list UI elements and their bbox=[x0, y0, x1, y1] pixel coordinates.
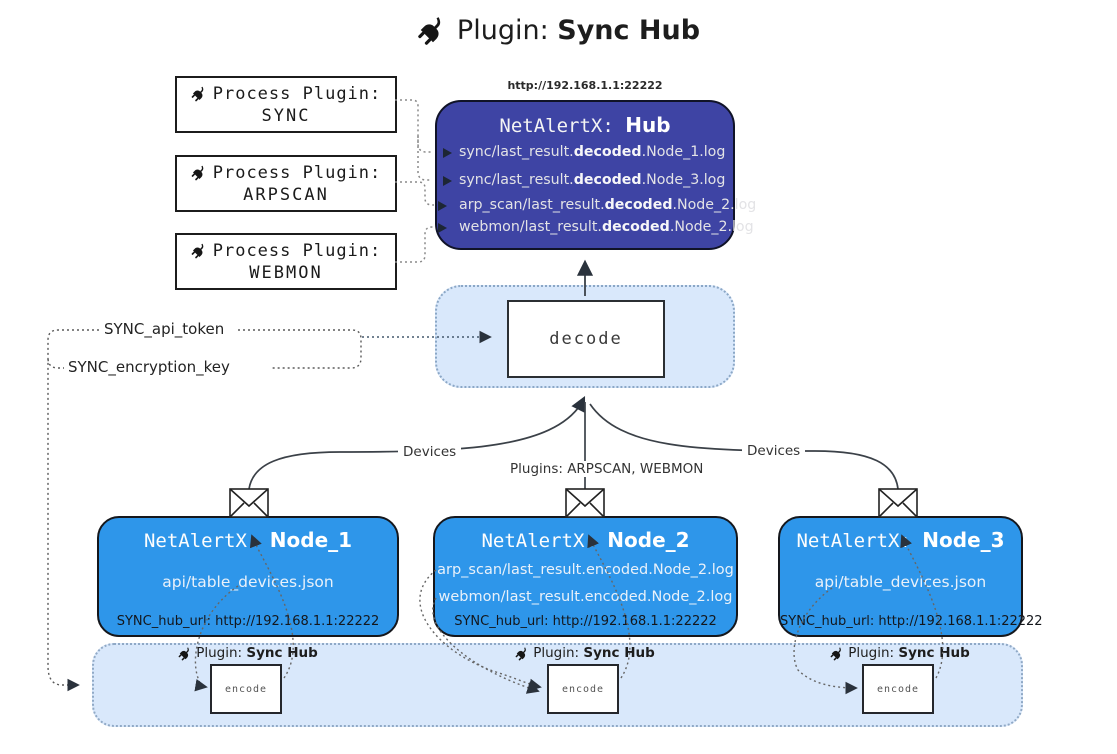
title-text: Plugin: Sync Hub bbox=[456, 14, 701, 46]
plug-icon bbox=[191, 85, 208, 102]
arrowhead-icon bbox=[438, 223, 447, 233]
node-hub-url: SYNC_hub_url: http://192.168.1.1:22222 bbox=[780, 614, 1043, 629]
encode-box: encode bbox=[862, 664, 934, 714]
process-plugin-label: Process Plugin: bbox=[212, 83, 382, 104]
decode-container: decode bbox=[435, 285, 735, 388]
node-2-box: NetAlertX: Node_2 arp_scan/last_result.e… bbox=[433, 516, 738, 637]
node-title: NetAlertX: Node_2 bbox=[481, 528, 690, 552]
plug-icon bbox=[191, 242, 208, 259]
arrowhead-icon bbox=[438, 201, 447, 211]
hub-box: NetAlertX: Hub sync/last_result.decoded.… bbox=[435, 100, 756, 250]
node-title: NetAlertX: Node_3 bbox=[796, 528, 1005, 552]
process-plugin-arpscan-box: Process Plugin: ARPSCAN bbox=[175, 155, 397, 212]
node-file-line: webmon/last_result.encoded.Node_2.log bbox=[438, 589, 733, 605]
hub-name-bold: Hub bbox=[625, 113, 671, 137]
band-plugin-label: Plugin: Sync Hub bbox=[495, 645, 675, 661]
page-title: Plugin: Sync Hub bbox=[0, 14, 1117, 46]
node-file-line: api/table_devices.json bbox=[814, 573, 987, 591]
node-title: NetAlertX: Node_1 bbox=[143, 528, 353, 552]
envelope-icon bbox=[878, 488, 918, 518]
devices-edge-label: Devices bbox=[742, 443, 806, 459]
arrowhead-icon bbox=[443, 176, 452, 186]
node-hub-url: SYNC_hub_url: http://192.168.1.1:22222 bbox=[454, 614, 717, 629]
sync-encryption-key-label: SYNC_encryption_key bbox=[64, 358, 234, 376]
hub-log-line: webmon/last_result.decoded.Node_2.log bbox=[438, 219, 754, 239]
hub-log-line: arp_scan/last_result.decoded.Node_2.log bbox=[438, 197, 756, 217]
process-plugin-name: WEBMON bbox=[249, 262, 323, 283]
envelope-icon bbox=[565, 488, 605, 518]
plug-icon bbox=[178, 646, 193, 661]
devices-edge-label: Devices bbox=[398, 444, 462, 460]
node-file-line: arp_scan/last_result.encoded.Node_2.log bbox=[437, 562, 734, 578]
sync-api-token-label: SYNC_api_token bbox=[100, 320, 229, 338]
process-plugin-sync-box: Process Plugin: SYNC bbox=[175, 76, 397, 133]
hub-title: NetAlertX: Hub bbox=[499, 113, 671, 137]
encode-box: encode bbox=[547, 664, 619, 714]
envelope-icons bbox=[229, 488, 918, 518]
node-1-box: NetAlertX: Node_1 api/table_devices.json… bbox=[97, 516, 399, 637]
title-bold: Sync Hub bbox=[557, 14, 701, 46]
plugins-edge-label: Plugins: ARPSCAN, WEBMON bbox=[505, 461, 709, 477]
process-to-hub-connectors bbox=[395, 99, 434, 263]
hub-log-line: sync/last_result.decoded.Node_1.log bbox=[443, 144, 729, 164]
node-3-box: NetAlertX: Node_3 api/table_devices.json… bbox=[778, 516, 1043, 637]
node-hub-url: SYNC_hub_url: http://192.168.1.1:22222 bbox=[116, 614, 380, 629]
node-file-line: api/table_devices.json bbox=[162, 573, 334, 591]
plug-icon bbox=[830, 646, 845, 661]
envelope-icon bbox=[229, 488, 269, 518]
arrowhead-icon bbox=[443, 148, 452, 158]
encode-band: Plugin: Sync Hub Plugin: Sync Hub Plugin… bbox=[92, 643, 1023, 727]
decode-box: decode bbox=[507, 300, 665, 378]
encode-box: encode bbox=[210, 664, 282, 714]
plug-icon bbox=[417, 14, 449, 46]
process-plugin-name: SYNC bbox=[261, 105, 311, 126]
plug-icon bbox=[515, 646, 530, 661]
band-plugin-label: Plugin: Sync Hub bbox=[810, 645, 990, 661]
process-plugin-name: ARPSCAN bbox=[243, 184, 329, 205]
hub-log-line: sync/last_result.decoded.Node_3.log bbox=[443, 172, 729, 192]
plug-icon bbox=[191, 164, 208, 181]
band-plugin-label: Plugin: Sync Hub bbox=[158, 645, 338, 661]
process-plugin-webmon-box: Process Plugin: WEBMON bbox=[175, 233, 397, 290]
process-plugin-label: Process Plugin: bbox=[212, 240, 382, 261]
process-plugin-label: Process Plugin: bbox=[212, 162, 382, 183]
hub-url: http://192.168.1.1:22222 bbox=[507, 79, 663, 92]
